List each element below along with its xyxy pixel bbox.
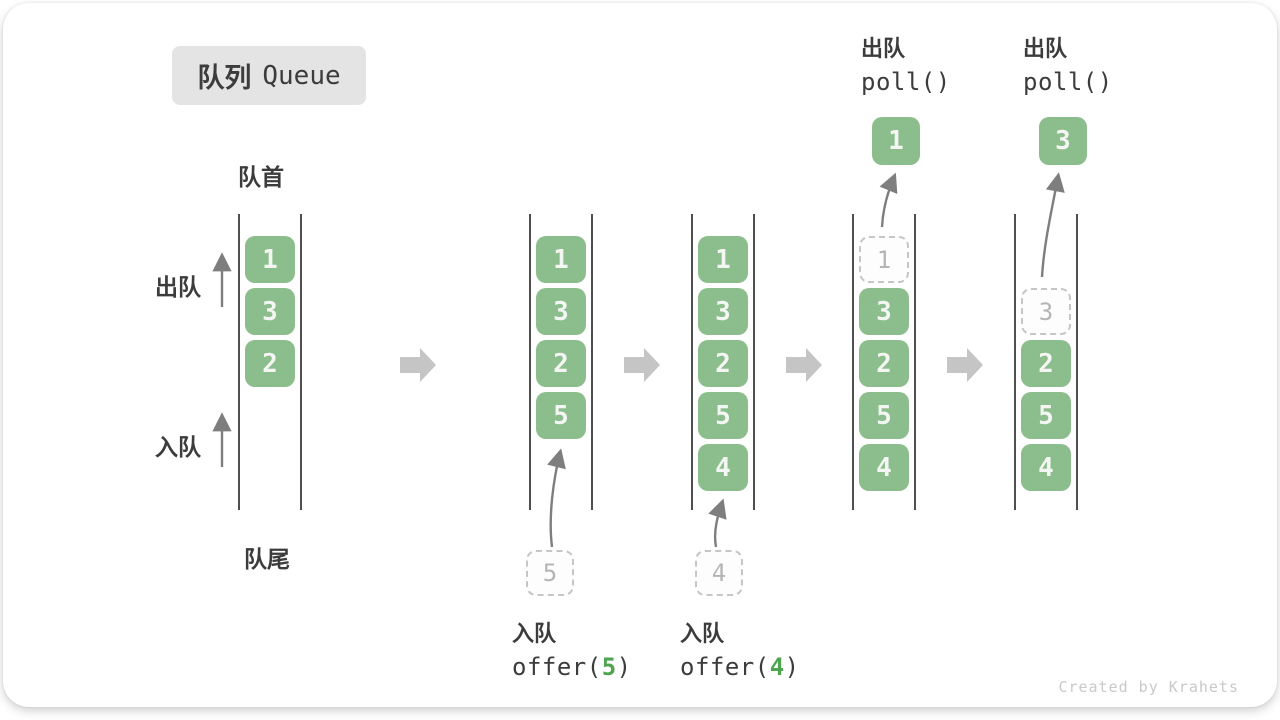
diagram-card: 队列 Queue 队首 队尾 出队 入队 1 3 2 1 3 2 5 1 3 2… (3, 3, 1277, 707)
dequeue-side-label: 出队 (155, 274, 201, 300)
op-label-offer-4: 入队 offer(4) (680, 618, 800, 685)
step-arrow-3 (786, 348, 822, 382)
title-en: Queue (262, 60, 341, 91)
queue-item: 3 (536, 288, 586, 335)
queue-item: 3 (859, 288, 909, 335)
enqueue-side-label: 入队 (155, 434, 201, 460)
arrows-overlay (212, 172, 1065, 548)
queue-item: 5 (1021, 392, 1071, 439)
removed-item-ghost: 1 (859, 236, 909, 283)
queue-item: 4 (1021, 444, 1071, 491)
queue-item: 3 (245, 288, 295, 335)
staged-item-4: 4 (695, 550, 743, 596)
code-fn: offer( (512, 653, 602, 681)
title-zh: 队列 (197, 63, 252, 93)
removed-item-ghost: 3 (1021, 288, 1071, 335)
queue-head-label: 队首 (238, 164, 284, 190)
queue-item: 1 (536, 236, 586, 283)
op-label-poll-1: 出队 poll() (861, 33, 951, 100)
popped-item-1: 1 (872, 117, 920, 165)
title-badge: 队列 Queue (172, 46, 366, 105)
queue-tail-label: 队尾 (244, 546, 290, 572)
queue-item: 5 (859, 392, 909, 439)
op-dequeue-zh: 出队 (861, 36, 906, 61)
op-enqueue-code: offer(5) (512, 650, 632, 685)
queue-item: 1 (245, 236, 295, 283)
queue-item: 1 (698, 236, 748, 283)
op-enqueue-zh: 入队 (512, 621, 557, 646)
staged-item-5: 5 (526, 550, 574, 596)
code-close: ) (784, 653, 800, 681)
queue-state-3: 1 3 2 5 4 (691, 214, 755, 510)
queue-item: 2 (536, 340, 586, 387)
code-arg: 4 (769, 653, 785, 681)
code-fn: offer( (680, 653, 770, 681)
queue-item: 3 (698, 288, 748, 335)
step-arrow-2 (624, 348, 660, 382)
watermark: Created by Krahets (1058, 678, 1239, 696)
op-enqueue-zh: 入队 (680, 621, 725, 646)
queue-item: 2 (245, 340, 295, 387)
step-arrow-4 (947, 348, 983, 382)
queue-item: 4 (698, 444, 748, 491)
queue-item: 2 (859, 340, 909, 387)
queue-item: 4 (859, 444, 909, 491)
queue-item: 5 (698, 392, 748, 439)
code-close: ) (616, 653, 632, 681)
queue-item: 2 (1021, 340, 1071, 387)
op-enqueue-code: offer(4) (680, 650, 800, 685)
op-dequeue-code: poll() (861, 68, 951, 96)
op-dequeue-code: poll() (1023, 68, 1113, 96)
queue-state-2: 1 3 2 5 (529, 214, 593, 510)
op-dequeue-zh: 出队 (1023, 36, 1068, 61)
code-arg: 5 (601, 653, 617, 681)
op-label-offer-5: 入队 offer(5) (512, 618, 632, 685)
queue-state-5: 3 2 5 4 (1014, 214, 1078, 510)
queue-state-4: 1 3 2 5 4 (852, 214, 916, 510)
op-label-poll-2: 出队 poll() (1023, 33, 1113, 100)
queue-item: 2 (698, 340, 748, 387)
queue-item: 5 (536, 392, 586, 439)
step-arrow-1 (400, 348, 436, 382)
queue-state-1: 1 3 2 (238, 214, 302, 510)
popped-item-3: 3 (1039, 117, 1087, 165)
